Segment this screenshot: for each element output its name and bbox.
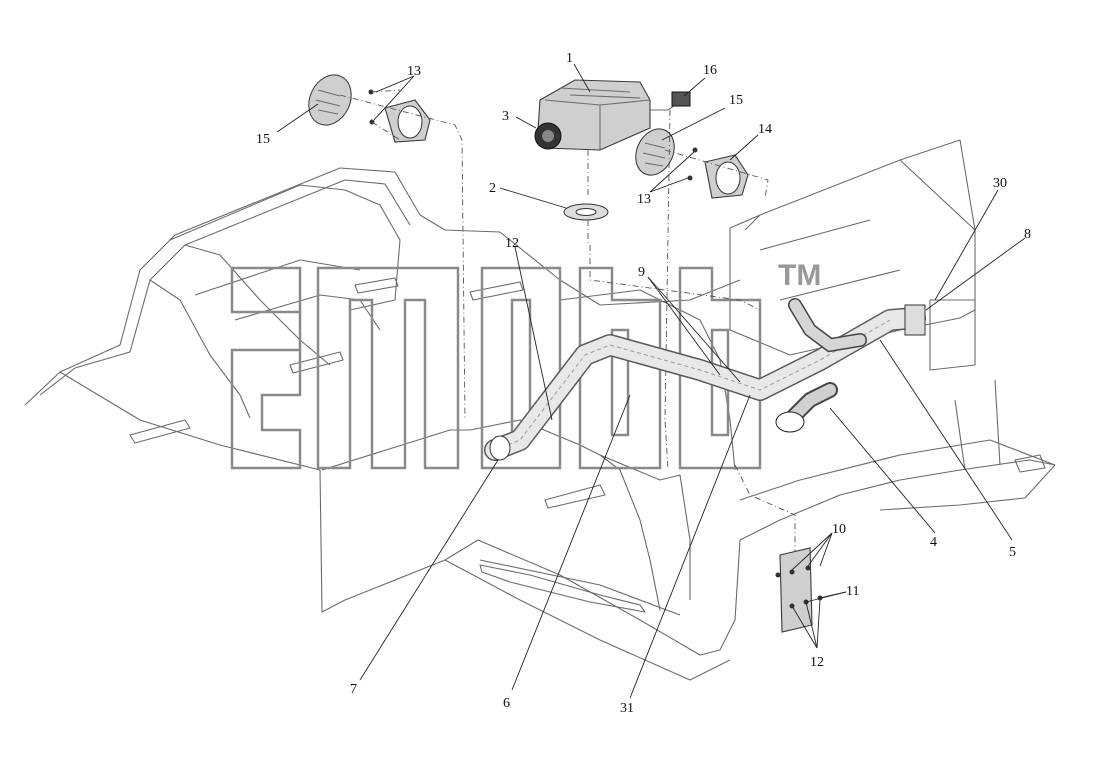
callout-4: 4 (930, 535, 937, 550)
callout-2: 2 (489, 181, 496, 196)
callout-31: 31 (620, 701, 634, 716)
watermark-tm: TM (778, 259, 821, 292)
heater-unit (534, 79, 691, 151)
deflector-left (308, 74, 352, 126)
callout-14: 14 (758, 122, 772, 137)
callout-7: 7 (350, 682, 357, 697)
callout-13: 13 (407, 64, 421, 79)
nozzle-right (704, 154, 749, 199)
nozzle-left (384, 99, 431, 143)
air-ducts (484, 298, 926, 461)
vehicle-floor (24, 139, 1056, 681)
callout-12: 12 (505, 236, 519, 251)
callout-8: 8 (1024, 227, 1031, 242)
callout-9: 9 (638, 265, 645, 280)
bracket (775, 547, 823, 633)
callout-1: 1 (566, 51, 573, 66)
callout-5: 5 (1009, 545, 1016, 560)
callout-11: 11 (846, 584, 859, 599)
watermark-logo: TM (230, 259, 821, 470)
callout-16: 16 (703, 63, 717, 78)
deflector-right (635, 128, 675, 176)
leader-lines (276, 63, 1026, 699)
callout-labels: 1 16 15 3 14 13 15 2 13 30 8 12 9 4 5 10… (256, 51, 1031, 716)
callout-12: 12 (810, 655, 824, 670)
callout-10: 10 (832, 522, 846, 537)
connector-icon (671, 91, 691, 107)
callout-15: 15 (256, 132, 270, 147)
callout-3: 3 (502, 109, 509, 124)
callout-30: 30 (993, 176, 1007, 191)
callout-13: 13 (637, 192, 651, 207)
callout-6: 6 (503, 696, 510, 711)
callout-15: 15 (729, 93, 743, 108)
